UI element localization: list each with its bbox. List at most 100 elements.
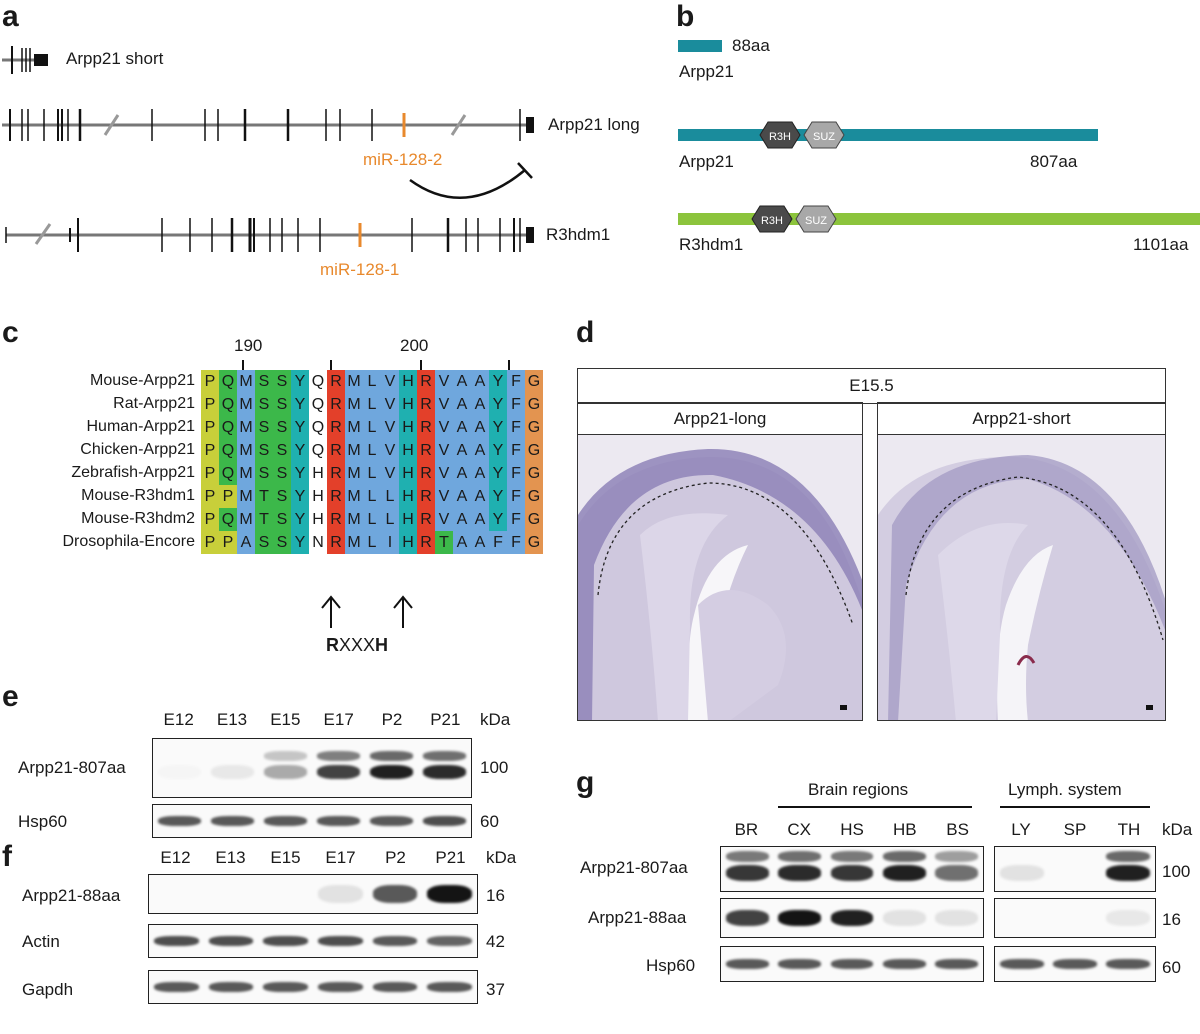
species-label: Chicken-Arpp21 bbox=[80, 441, 195, 458]
kda-unit-f: kDa bbox=[486, 848, 517, 867]
kda-f-0: 16 bbox=[486, 886, 505, 905]
alignment-residue: Y bbox=[489, 393, 507, 416]
blot-band bbox=[372, 936, 418, 946]
alignment-residue: G bbox=[525, 531, 543, 554]
alignment-residue: Q bbox=[309, 370, 327, 393]
alignment-residue: R bbox=[417, 370, 435, 393]
alignment-residue: R bbox=[417, 531, 435, 554]
r3h-domain-1 bbox=[759, 121, 801, 149]
blot-band bbox=[725, 910, 769, 926]
alignment-residue: G bbox=[525, 485, 543, 508]
protein-name-r3hdm1: R3hdm1 bbox=[679, 235, 744, 254]
protein-bar-88aa bbox=[678, 40, 722, 52]
alignment-residue: R bbox=[327, 531, 345, 554]
alignment-residue: H bbox=[399, 485, 417, 508]
blot-band bbox=[369, 816, 414, 826]
alignment-residue: L bbox=[363, 393, 381, 416]
blot-band bbox=[208, 936, 254, 946]
alignment-residue: L bbox=[363, 416, 381, 439]
alignment-residue: F bbox=[507, 462, 525, 485]
blot-band bbox=[830, 959, 874, 969]
alignment-residue: Y bbox=[489, 485, 507, 508]
alignment-residue: R bbox=[327, 393, 345, 416]
alignment-residue: Q bbox=[219, 370, 237, 393]
alignment-residue: Q bbox=[219, 416, 237, 439]
r3h-domain-2 bbox=[751, 205, 793, 233]
lane-label: E13 bbox=[216, 710, 248, 729]
alignment-residue: P bbox=[201, 416, 219, 439]
row-label-e-0: Arpp21-807aa bbox=[18, 758, 126, 777]
alignment-residue: M bbox=[237, 370, 255, 393]
alignment-residue: T bbox=[255, 508, 273, 531]
svg-text:R3H: R3H bbox=[761, 215, 783, 227]
alignment-residue: Q bbox=[219, 439, 237, 462]
blot-band bbox=[263, 885, 308, 903]
alignment-residue: I bbox=[381, 531, 399, 554]
gene-r3hdm1 bbox=[5, 218, 534, 252]
alignment-residue: V bbox=[435, 370, 453, 393]
alignment-residue: A bbox=[471, 370, 489, 393]
blot-band bbox=[725, 865, 769, 881]
alignment-residue: Y bbox=[291, 485, 309, 508]
alignment-residue: Y bbox=[291, 462, 309, 485]
alignment-residue: V bbox=[381, 462, 399, 485]
motif-label: RXXXH bbox=[326, 635, 389, 655]
alignment-residue: M bbox=[345, 439, 363, 462]
alignment-residue: A bbox=[471, 439, 489, 462]
kda-g-2: 60 bbox=[1162, 958, 1181, 977]
alignment-residue: T bbox=[435, 531, 453, 554]
alignment-residue: S bbox=[255, 531, 273, 554]
panel-label-g: g bbox=[576, 766, 595, 799]
alignment-residue: M bbox=[345, 393, 363, 416]
alignment-residue: S bbox=[273, 485, 291, 508]
kda-g-0: 100 bbox=[1162, 862, 1191, 881]
alignment-residue: A bbox=[237, 531, 255, 554]
panel-label-c: c bbox=[2, 316, 19, 349]
blot-band bbox=[427, 936, 473, 946]
alignment-residue: M bbox=[345, 508, 363, 531]
blot-band bbox=[778, 851, 822, 863]
blot-band bbox=[1053, 959, 1097, 969]
blot-band bbox=[372, 982, 418, 992]
alignment-residue: G bbox=[525, 508, 543, 531]
blot-band bbox=[999, 865, 1044, 881]
kda-e-1: 60 bbox=[480, 812, 499, 831]
alignment-residue: L bbox=[381, 485, 399, 508]
alignment-residue: A bbox=[471, 531, 489, 554]
svg-text:SUZ: SUZ bbox=[805, 215, 827, 227]
row-label-f-2: Gapdh bbox=[22, 980, 74, 999]
blot-strip-f-2 bbox=[148, 970, 478, 1004]
gene-structure-diagram bbox=[2, 46, 534, 252]
lane-label: E12 bbox=[163, 710, 194, 729]
blot-strip-g-0-lymph bbox=[994, 846, 1156, 892]
motif-arrows bbox=[321, 595, 413, 628]
alignment-residue: H bbox=[399, 393, 417, 416]
alignment-residue: M bbox=[345, 531, 363, 554]
blot-band bbox=[1106, 851, 1151, 863]
alignment-residue: R bbox=[327, 416, 345, 439]
blot-band bbox=[830, 851, 874, 863]
alignment-residue: P bbox=[201, 393, 219, 416]
blot-band bbox=[157, 816, 202, 826]
gene-label-arpp21-long: Arpp21 long bbox=[548, 115, 640, 134]
stage-label: E15.5 bbox=[577, 368, 1166, 404]
alignment-residue: F bbox=[507, 393, 525, 416]
lane-label: P21 bbox=[435, 848, 466, 867]
panel-label-f: f bbox=[2, 840, 12, 873]
panel-label-a: a bbox=[2, 0, 19, 33]
blot-band bbox=[210, 765, 255, 779]
lane-label: E15 bbox=[270, 848, 301, 867]
alignment-residue: Y bbox=[489, 508, 507, 531]
blot-band bbox=[317, 885, 363, 903]
alignment-residue: R bbox=[327, 439, 345, 462]
lane-label: P2 bbox=[385, 848, 406, 867]
alignment-residue: S bbox=[255, 439, 273, 462]
alignment-residue: M bbox=[345, 370, 363, 393]
blot-band bbox=[1106, 910, 1151, 926]
blot-band bbox=[427, 885, 473, 903]
alignment-residue: V bbox=[435, 508, 453, 531]
alignment-residue: V bbox=[435, 485, 453, 508]
